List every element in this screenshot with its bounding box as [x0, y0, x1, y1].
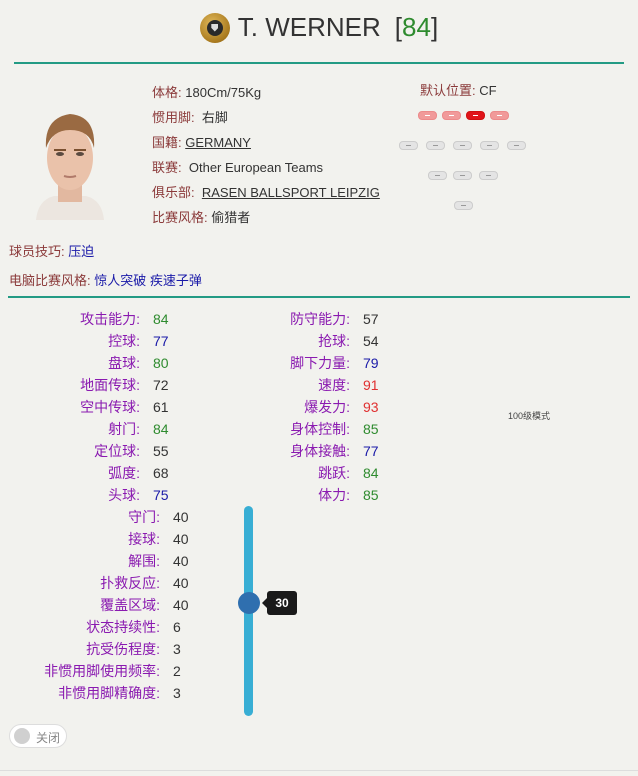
stat-row: 防守能力:57 — [290, 311, 379, 327]
stat-row: 弧度:68 — [108, 465, 169, 481]
stat-row: 抢球:54 — [318, 333, 379, 349]
pos-pill — [426, 141, 445, 150]
stat-row: 攻击能力:84 — [80, 311, 169, 327]
pos-pill — [418, 111, 437, 120]
player-photo — [36, 114, 104, 220]
stat-row: 脚下力量:79 — [290, 355, 379, 371]
stat-row: 体力:85 — [318, 487, 379, 503]
pos-pill — [428, 171, 447, 180]
stat-row: 扑救反应:40 — [100, 575, 189, 591]
toggle-label: 关闭 — [36, 731, 61, 745]
slider-handle[interactable] — [238, 592, 260, 614]
info-club: 俱乐部: RASEN BALLSPORT LEIPZIG — [152, 185, 380, 200]
stat-row: 爆发力:93 — [304, 399, 379, 415]
stat-row: 接球:40 — [128, 531, 189, 547]
stat-row: 射门:84 — [108, 421, 169, 437]
stat-row: 身体控制:85 — [290, 421, 379, 437]
player-skills: 球员技巧: 压迫 — [9, 244, 95, 259]
player-rating: [84] — [394, 12, 439, 42]
info-style: 比赛风格: 偷猎者 — [152, 210, 251, 225]
stat-row: 覆盖区域:40 — [100, 597, 189, 613]
pos-pill — [399, 141, 418, 150]
stat-row: 定位球:55 — [94, 443, 169, 459]
pos-pill — [453, 141, 472, 150]
stat-row: 解围:40 — [128, 553, 189, 569]
toggle-knob — [14, 728, 30, 744]
stat-row: 非惯用脚精确度:3 — [58, 685, 181, 701]
toggle-switch[interactable]: 关闭 — [9, 724, 67, 748]
stat-row: 盘球:80 — [108, 355, 169, 371]
club-badge-icon — [199, 12, 230, 43]
default-position: 默认位置: CF — [420, 83, 497, 98]
slider-tooltip: 30 — [262, 591, 297, 615]
pos-pill — [442, 111, 461, 120]
player-name: T. WERNER — [237, 12, 381, 42]
stat-row: 状态持续性:6 — [86, 619, 181, 635]
pos-pill-active — [466, 111, 485, 120]
divider — [14, 62, 624, 64]
pos-pill — [480, 141, 499, 150]
club-link[interactable]: RASEN BALLSPORT LEIPZIG — [201, 185, 380, 200]
divider — [8, 296, 630, 298]
stat-row: 速度:91 — [318, 377, 379, 393]
pos-pill — [507, 141, 526, 150]
info-foot: 惯用脚: 右脚 — [152, 110, 228, 125]
ai-styles: 电脑比赛风格: 惊人突破 疾速子弹 — [9, 273, 202, 288]
info-nation: 国籍: GERMANY — [152, 135, 251, 150]
info-league: 联赛: Other European Teams — [152, 160, 324, 175]
stat-row: 地面传球:72 — [80, 377, 169, 393]
stat-row: 跳跃:84 — [318, 465, 379, 481]
stat-row: 头球:75 — [108, 487, 169, 503]
nation-link[interactable]: GERMANY — [185, 135, 251, 150]
info-build: 体格: 180Cm/75Kg — [152, 85, 262, 100]
pos-pill — [479, 171, 498, 180]
player-title: T. WERNER [84] — [0, 12, 638, 43]
stat-row: 身体接触:77 — [290, 443, 379, 459]
stat-row: 抗受伤程度:3 — [86, 641, 181, 657]
stat-row: 守门:40 — [128, 509, 189, 525]
stat-row: 控球:77 — [108, 333, 169, 349]
pos-pill — [453, 171, 472, 180]
stat-row: 空中传球:61 — [80, 399, 169, 415]
divider — [0, 770, 638, 771]
mode-label: 100级模式 — [508, 411, 551, 421]
pos-pill — [454, 201, 473, 210]
pos-pill — [490, 111, 509, 120]
stat-row: 非惯用脚使用频率:2 — [44, 663, 181, 679]
